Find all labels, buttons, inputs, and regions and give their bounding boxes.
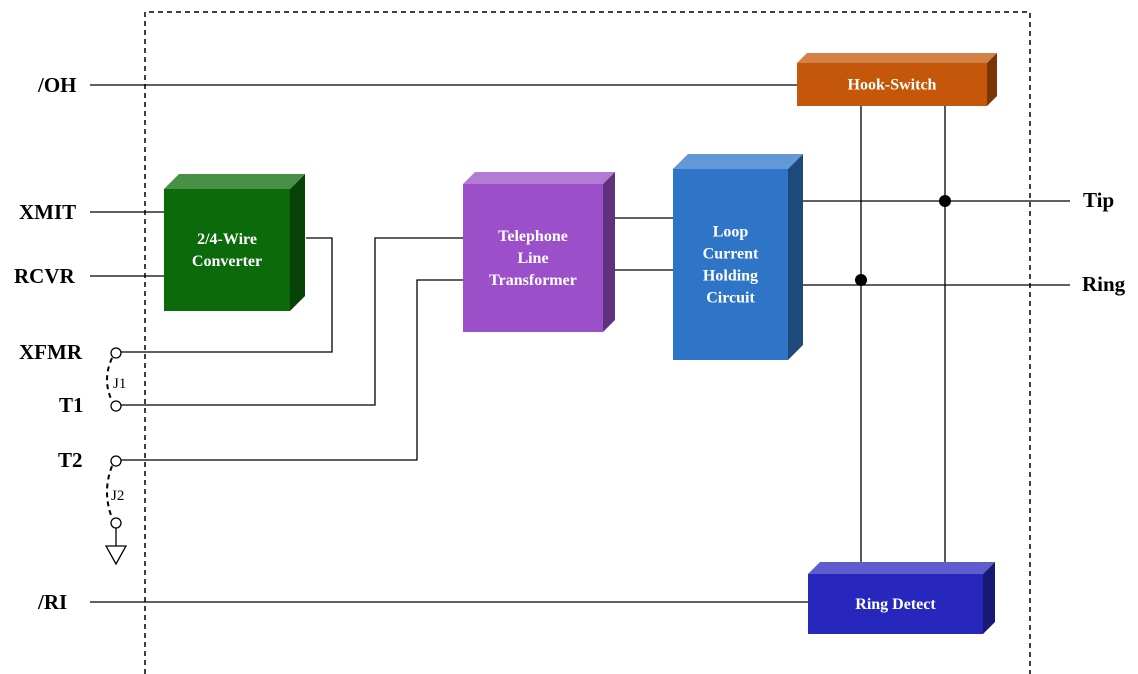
transformer-block-side-face <box>603 172 615 332</box>
hook-block-side-face <box>987 53 997 106</box>
transformer-block-top-face <box>463 172 615 184</box>
j2-jumper-link <box>106 465 113 519</box>
transformer-block-label-line: Transformer <box>489 272 577 289</box>
converter-block-front-face <box>164 189 290 311</box>
hook-block-label-line: Hook-Switch <box>848 77 937 94</box>
converter-block-top-face <box>164 174 305 189</box>
j2-label: J2 <box>111 488 124 504</box>
oh-pin-label: /OH <box>37 73 77 97</box>
transformer-block-label-line: Line <box>517 250 548 267</box>
ring-pin-label: Ring <box>1082 272 1126 296</box>
wires <box>90 84 1070 603</box>
t1-wire <box>121 237 463 406</box>
transformer-block-front-face <box>463 184 603 332</box>
ringdetect-block-side-face <box>983 562 995 634</box>
loop-block-top-face <box>673 154 803 169</box>
t1-pin-label: T1 <box>59 393 84 417</box>
t2-pin-label: T2 <box>58 448 83 472</box>
j1-label: J1 <box>113 376 126 392</box>
hook-switch-block[interactable]: Hook-Switch <box>797 53 997 106</box>
loop-block-side-face <box>788 154 803 360</box>
jumper-j1: J1 <box>106 347 126 412</box>
xfmr-pin-label: XFMR <box>19 340 83 364</box>
loop-block-label-line: Holding <box>703 268 758 285</box>
converter-block-label-line: 2/4-Wire <box>197 231 257 248</box>
ring-junction-dot <box>855 274 867 286</box>
t1-terminal[interactable] <box>110 400 122 412</box>
converter-block-label-line: Converter <box>192 253 262 270</box>
xmit-pin-label: XMIT <box>19 200 76 224</box>
j1-jumper-link <box>106 357 113 402</box>
transformer-block-label-line: Telephone <box>498 228 568 245</box>
jumper-j2: J2 <box>104 455 128 566</box>
ground-terminal[interactable] <box>110 517 122 529</box>
loop-block-label-line: Current <box>703 246 759 263</box>
t2-wire <box>121 279 463 461</box>
rcvr-pin-label: RCVR <box>14 264 75 288</box>
ringdetect-block-front-face <box>808 574 983 634</box>
loop-block-label-line: Circuit <box>706 290 755 307</box>
ground-icon <box>104 545 128 566</box>
ringdetect-block-label-line: Ring Detect <box>855 596 936 613</box>
hook-block-front-face <box>797 63 987 106</box>
loop-block-label-line: Loop <box>713 224 749 241</box>
hook-block-top-face <box>797 53 997 63</box>
tip-junction-dot <box>939 195 951 207</box>
ringdetect-block-top-face <box>808 562 995 574</box>
converter-block-side-face <box>290 174 305 311</box>
tip-pin-label: Tip <box>1083 188 1114 212</box>
ring-detect-block[interactable]: Ring Detect <box>808 562 995 634</box>
t2-terminal[interactable] <box>110 455 122 467</box>
xfmr-terminal[interactable] <box>110 347 122 359</box>
xfmr-wire <box>121 237 333 353</box>
ri-pin-label: /RI <box>37 590 67 614</box>
loop-block-front-face <box>673 169 788 360</box>
